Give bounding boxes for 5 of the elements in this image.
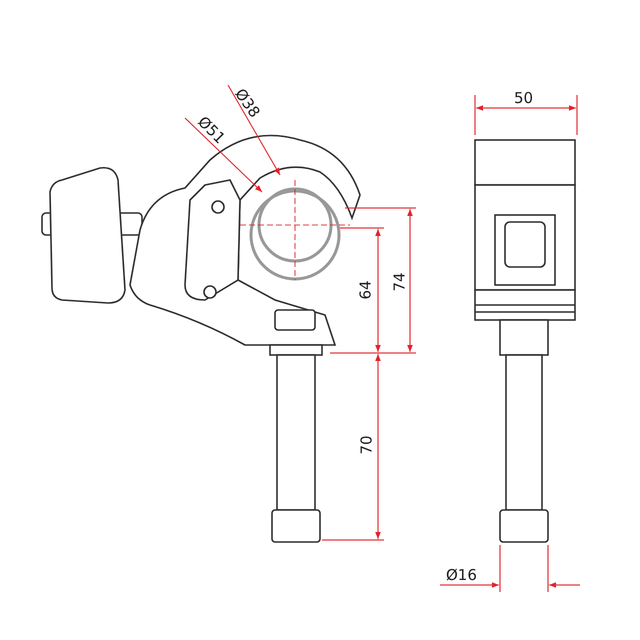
dimension-label: 70 <box>358 435 375 455</box>
dimension-label: 50 <box>514 90 534 106</box>
dimension-label: 74 <box>392 272 408 292</box>
dimension-label: Ø16 <box>446 567 477 583</box>
dimension-label: 64 <box>358 280 374 300</box>
